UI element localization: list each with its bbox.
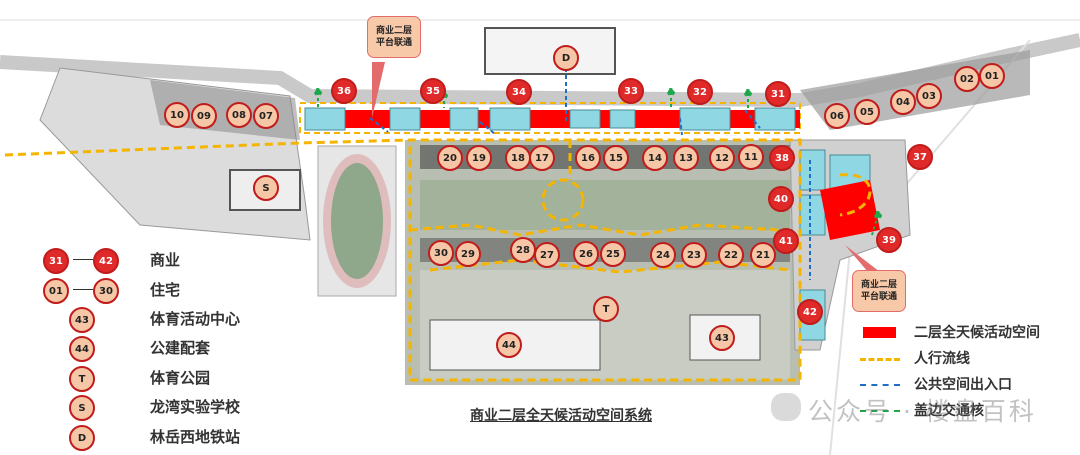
map-marker-44: 44: [496, 332, 522, 358]
callout-right: 商业二层 平台联通: [852, 270, 906, 312]
callout-line1: 商业二层: [860, 280, 897, 290]
map-marker-07: 07: [253, 103, 279, 129]
wechat-icon: [771, 393, 801, 421]
map-marker-21: 21: [750, 242, 776, 268]
map-marker-17: 17: [529, 145, 555, 171]
legend-public-facility: 44 公建配套: [0, 336, 260, 362]
legend-label: 体育公园: [150, 369, 211, 387]
map-marker-33: 33: [618, 78, 644, 104]
map-marker-29: 29: [455, 241, 481, 267]
map-marker-11: 11: [738, 144, 764, 170]
map-marker-20: 20: [437, 145, 463, 171]
map-marker-38: 38: [769, 145, 795, 171]
map-marker-03: 03: [916, 83, 942, 109]
legend-label: 人行流线: [914, 351, 970, 367]
legend-marker: 01: [43, 278, 69, 304]
map-marker-13: 13: [673, 145, 699, 171]
map-marker-02: 02: [954, 66, 980, 92]
map-marker-27: 27: [534, 242, 560, 268]
map-marker-06: 06: [824, 103, 850, 129]
legend-metro: D 林岳西地铁站: [0, 425, 260, 451]
legend-traffic-core: 盖边交通核: [858, 400, 1080, 422]
map-marker-28: 28: [510, 237, 536, 263]
map-marker-34: 34: [506, 79, 532, 105]
legend-marker: D: [69, 425, 95, 451]
map-marker-12: 12: [709, 145, 735, 171]
map-marker-32: 32: [687, 79, 713, 105]
map-marker-42: 42: [797, 299, 823, 325]
map-marker-16: 16: [575, 145, 601, 171]
map-marker-05: 05: [854, 99, 880, 125]
map-marker-04: 04: [890, 89, 916, 115]
map-marker-41: 41: [773, 228, 799, 254]
red-bar-swatch: [863, 327, 896, 338]
legend-label: 龙湾实验学校: [150, 398, 241, 416]
legend-pedestrian: 人行流线: [858, 348, 1080, 370]
legend-marker: 30: [93, 278, 119, 304]
map-marker-s: S: [253, 175, 279, 201]
legend-school: S 龙湾实验学校: [0, 395, 260, 421]
map-marker-01: 01: [979, 63, 1005, 89]
legend-label: 二层全天候活动空间: [914, 325, 1040, 341]
map-marker-14: 14: [642, 145, 668, 171]
legend-sports-center: 43 体育活动中心: [0, 307, 260, 333]
map-marker-26: 26: [573, 241, 599, 267]
map-marker-19: 19: [466, 145, 492, 171]
legend-marker: S: [69, 395, 95, 421]
legend-label: 林岳西地铁站: [150, 428, 241, 446]
map-marker-37: 37: [907, 144, 933, 170]
legend-public-entrance: 公共空间出入口: [858, 374, 1080, 396]
legend-label: 盖边交通核: [914, 403, 984, 419]
metro-station-block: [484, 27, 616, 75]
map-marker-t: T: [593, 296, 619, 322]
legend-marker: 31: [43, 248, 69, 274]
map-marker-09: 09: [191, 103, 217, 129]
yellow-arrow-swatch: [860, 358, 900, 361]
legend-marker: 44: [69, 336, 95, 362]
legend-sports-park: T 体育公园: [0, 366, 260, 392]
callout-line1: 商业二层: [375, 26, 412, 36]
legend-marker: T: [69, 366, 95, 392]
blue-arrow-swatch: [860, 384, 900, 386]
diagram-caption: 商业二层全天候活动空间系统: [470, 408, 652, 424]
legend-label: 公建配套: [150, 339, 211, 357]
map-marker-10: 10: [164, 102, 190, 128]
map-marker-30: 30: [428, 240, 454, 266]
legend-activity-space: 二层全天候活动空间: [858, 322, 1080, 344]
map-marker-d: D: [553, 45, 579, 71]
callout-line2: 平台联通: [375, 38, 412, 48]
map-marker-31: 31: [765, 81, 791, 107]
watermark: 公众号 · 楼盘百科: [808, 397, 1037, 426]
legend-marker: 42: [93, 248, 119, 274]
map-marker-43: 43: [709, 325, 735, 351]
map-marker-24: 24: [650, 242, 676, 268]
legend-label: 商业: [150, 251, 181, 269]
map-marker-36: 36: [331, 78, 357, 104]
map-marker-39: 39: [876, 227, 902, 253]
map-marker-35: 35: [420, 78, 446, 104]
legend-label: 公共空间出入口: [914, 377, 1012, 393]
map-marker-08: 08: [226, 102, 252, 128]
map-marker-22: 22: [718, 242, 744, 268]
legend-label: 住宅: [150, 281, 181, 299]
green-arrow-swatch: [860, 410, 900, 412]
map-marker-23: 23: [681, 242, 707, 268]
legend-commercial: 31 42 商业: [0, 248, 260, 274]
legend-residential: 01 30 住宅: [0, 278, 260, 304]
callout-top: 商业二层 平台联通: [367, 16, 421, 58]
map-marker-18: 18: [505, 145, 531, 171]
map-marker-25: 25: [600, 241, 626, 267]
map-marker-15: 15: [603, 145, 629, 171]
legend-marker: 43: [69, 307, 95, 333]
map-marker-40: 40: [768, 186, 794, 212]
callout-line2: 平台联通: [860, 292, 897, 302]
legend-label: 体育活动中心: [150, 310, 241, 328]
